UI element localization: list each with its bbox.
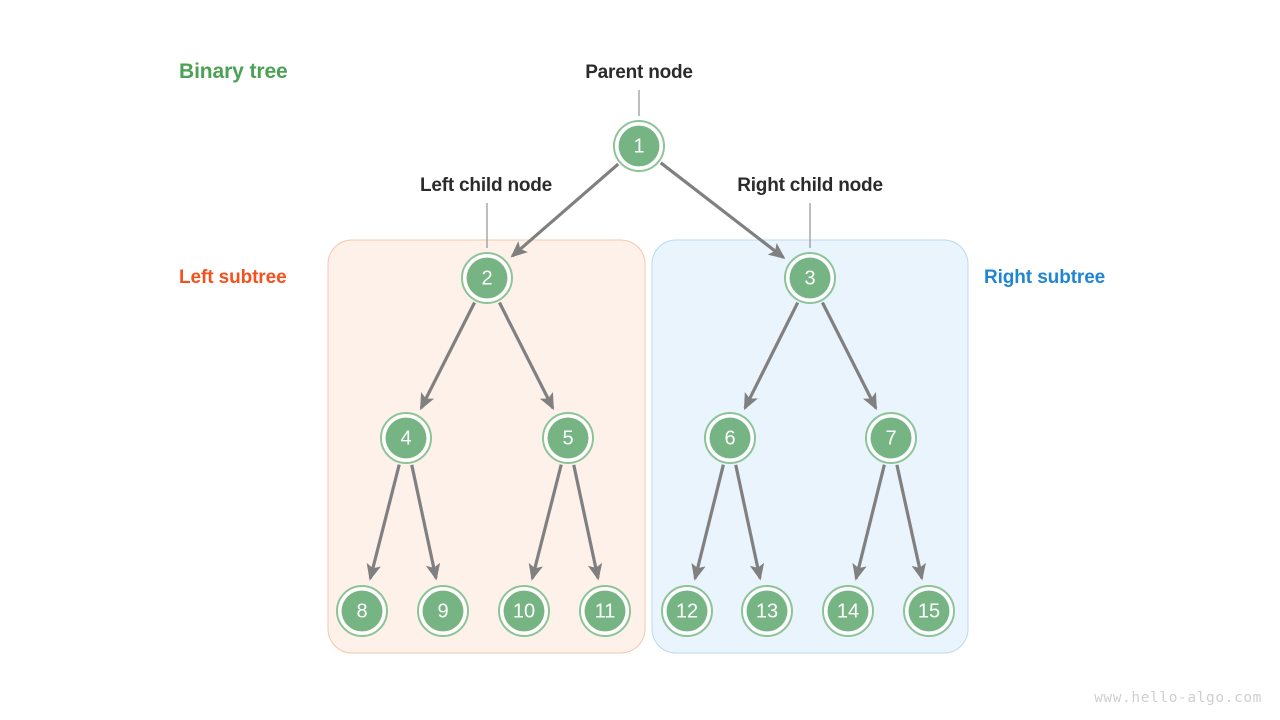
tree-node-6[interactable]: 6	[704, 412, 756, 464]
tree-node-10[interactable]: 10	[498, 585, 550, 637]
tree-edge	[691, 464, 725, 581]
callout-left-child-node: Left child node	[419, 175, 553, 196]
tree-node-9[interactable]: 9	[417, 585, 469, 637]
tree-edge	[528, 464, 563, 581]
tree-edge	[895, 464, 926, 581]
page-title: Binary tree	[179, 60, 288, 83]
tree-node-label: 12	[676, 601, 698, 623]
tree-edge	[510, 162, 620, 258]
tree-node-label: 8	[356, 601, 367, 623]
tree-node-label: 11	[595, 601, 616, 623]
tree-node-1[interactable]: 1	[613, 120, 665, 172]
tree-node-15[interactable]: 15	[903, 585, 955, 637]
tree-node-3[interactable]: 3	[784, 252, 836, 304]
tree-edge	[366, 464, 401, 581]
tree-node-label: 9	[437, 601, 448, 623]
tree-edge	[497, 301, 555, 411]
tree-node-label: 14	[837, 601, 859, 623]
tree-edge	[743, 301, 800, 411]
tree-node-4[interactable]: 4	[380, 412, 432, 464]
tree-node-7[interactable]: 7	[865, 412, 917, 464]
tree-node-label: 1	[633, 136, 644, 158]
tree-node-13[interactable]: 13	[741, 585, 793, 637]
tree-edge	[572, 464, 603, 581]
tree-node-8[interactable]: 8	[336, 585, 388, 637]
left-subtree-label: Left subtree	[179, 267, 287, 288]
tree-node-label: 7	[885, 428, 896, 450]
tree-node-14[interactable]: 14	[822, 585, 874, 637]
tree-node-label: 15	[918, 601, 940, 623]
callout-parent-node: Parent node	[585, 62, 693, 83]
tree-node-label: 3	[804, 268, 815, 290]
tree-node-12[interactable]: 12	[661, 585, 713, 637]
tree-node-label: 4	[400, 428, 411, 450]
tree-edge	[410, 464, 441, 581]
subtree-regions	[327, 239, 969, 654]
site-watermark: www.hello-algo.com	[1094, 690, 1262, 706]
tree-node-11[interactable]: 11	[579, 585, 631, 637]
tree-node-label: 6	[724, 428, 735, 450]
tree-node-5[interactable]: 5	[542, 412, 594, 464]
tree-node-label: 5	[562, 428, 573, 450]
tree-node-label: 2	[481, 268, 492, 290]
tree-edge	[659, 161, 786, 259]
callout-right-child-node: Right child node	[737, 175, 883, 196]
right-subtree-label: Right subtree	[984, 267, 1106, 288]
tree-edge	[734, 464, 765, 581]
tree-node-label: 10	[513, 601, 535, 623]
callout-leader-lines	[486, 90, 811, 248]
tree-node-2[interactable]: 2	[461, 252, 513, 304]
tree-node-label: 13	[756, 601, 778, 623]
tree-edge	[419, 301, 477, 411]
tree-edge	[852, 464, 886, 581]
tree-edges	[366, 161, 926, 581]
tree-edge	[820, 301, 878, 411]
